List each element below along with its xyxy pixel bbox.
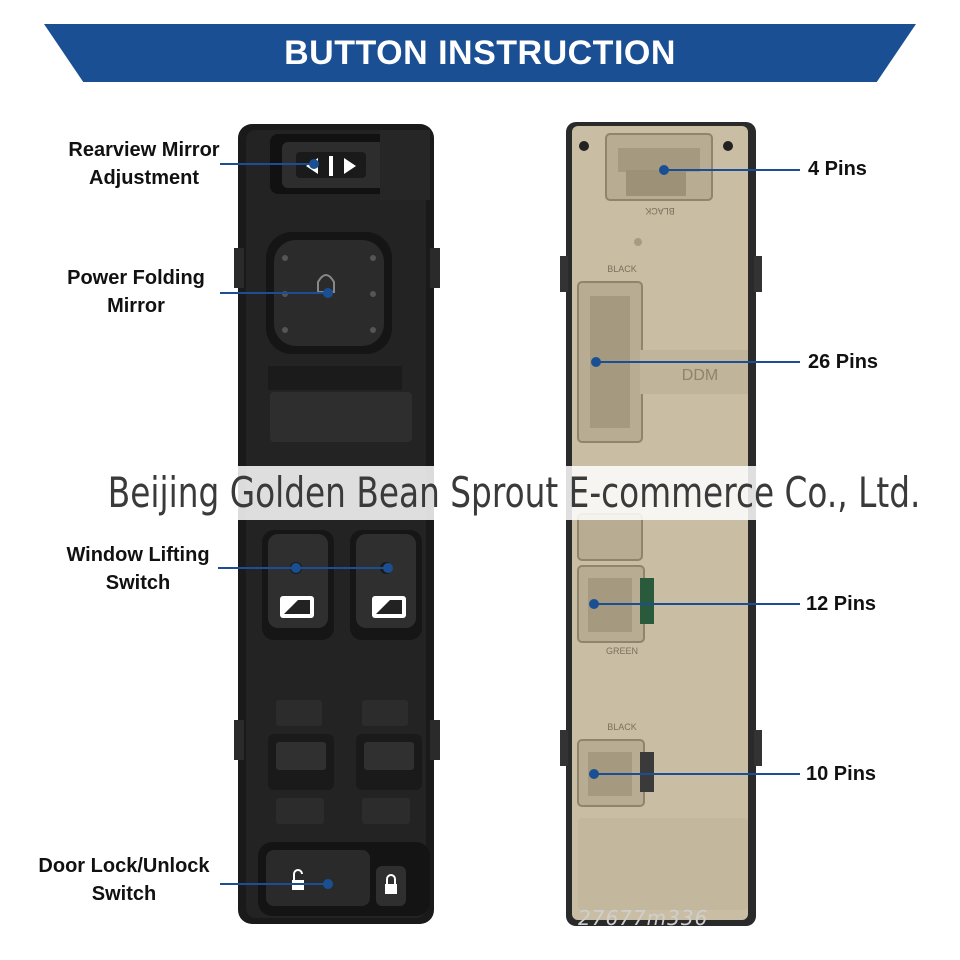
banner-title: BUTTON INSTRUCTION: [284, 34, 676, 72]
lock-icon: [385, 884, 397, 894]
arrow-right-icon: [344, 158, 356, 174]
window-switch-left[interactable]: [262, 530, 334, 640]
watermark-text: Beijing Golden Bean Sprout E-commerce Co…: [107, 468, 921, 517]
mirror-selector-button[interactable]: [270, 134, 402, 194]
label-12-pins: 12 Pins: [806, 593, 877, 615]
leader-lines: [218, 159, 800, 889]
label-window-lifting: Window Lifting Switch: [38, 541, 238, 597]
label-line: Switch: [91, 883, 157, 905]
switch-front: [234, 124, 440, 924]
window-icon: [284, 600, 310, 614]
label-black-26: BLACK: [607, 264, 637, 274]
label-black-10: BLACK: [607, 722, 637, 732]
label-power-folding: Power Folding Mirror: [36, 264, 236, 320]
door-lock-button[interactable]: [258, 842, 430, 916]
label-green: GREEN: [606, 646, 638, 656]
label-26-pins: 26 Pins: [808, 351, 879, 373]
label-rearview-mirror: Rearview Mirror Adjustment: [44, 136, 244, 192]
switch-back: [560, 122, 762, 926]
rear-window-switch-right[interactable]: [356, 700, 422, 824]
title-banner: BUTTON INSTRUCTION: [44, 24, 916, 82]
fold-mirror-icon: [317, 274, 335, 293]
window-icon: [376, 600, 402, 614]
label-line: Mirror: [107, 295, 165, 317]
label-line: Rearview Mirror: [68, 139, 220, 161]
label-ddm: DDM: [682, 367, 718, 384]
window-switch-right[interactable]: [350, 530, 422, 640]
label-door-lock: Door Lock/Unlock Switch: [24, 852, 224, 908]
label-4-pins: 4 Pins: [808, 158, 867, 180]
label-line: Door Lock/Unlock: [38, 855, 210, 877]
label-black-top: BLACK: [645, 206, 675, 216]
label-line: Power Folding: [67, 267, 205, 289]
serial-watermark: 27677m336: [578, 906, 709, 930]
label-line: Window Lifting: [66, 544, 210, 566]
watermark-backdrop: [70, 466, 910, 520]
connector-4-pin: [605, 133, 713, 201]
rear-window-switch-left[interactable]: [268, 700, 334, 824]
label-10-pins: 10 Pins: [806, 763, 877, 785]
label-line: Switch: [105, 572, 171, 594]
label-line: Adjustment: [89, 167, 199, 189]
